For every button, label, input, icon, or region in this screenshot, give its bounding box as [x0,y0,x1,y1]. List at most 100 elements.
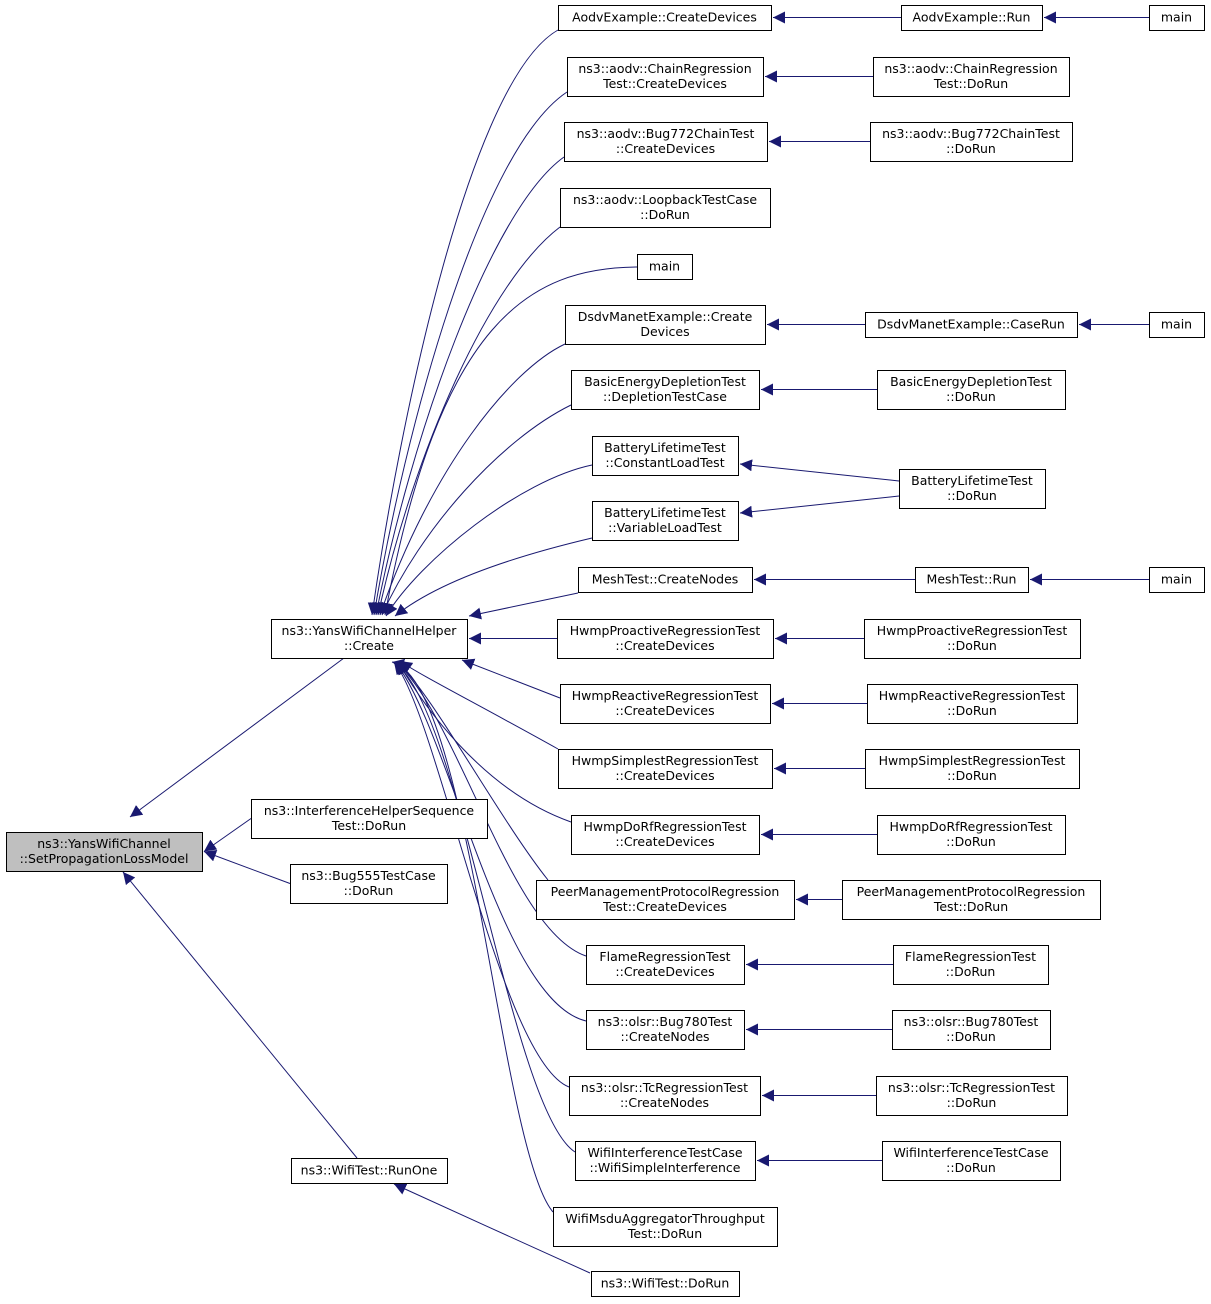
node-label: ::DoRun [947,703,997,718]
node-label: ::DoRun [947,768,997,783]
node-label: ::CreateDevices [616,141,715,156]
node-box [291,1158,448,1184]
node-bug555[interactable]: ns3::Bug555TestCase::DoRun [290,864,448,904]
edge-wifiint-simple-to-yanshelper [392,661,576,1153]
node-aodvex-run[interactable]: AodvExample::Run [901,5,1043,31]
node-main-c[interactable]: main [1149,312,1205,338]
node-box [842,880,1101,920]
node-hwmp-dorf-create[interactable]: HwmpDoRfRegressionTest::CreateDevices [571,815,760,855]
node-wifitest-runone[interactable]: ns3::WifiTest::RunOne [291,1158,448,1184]
node-olsr780-create[interactable]: ns3::olsr::Bug780Test::CreateNodes [586,1010,745,1050]
node-box [271,619,468,659]
node-battery-var[interactable]: BatteryLifetimeTest::VariableLoadTest [592,501,739,541]
node-battery-const[interactable]: BatteryLifetimeTest::ConstantLoadTest [592,436,739,476]
edge-mesh-create-to-yanshelper [468,592,579,620]
node-label: ::DoRun [946,141,996,156]
node-bug772-dorun[interactable]: ns3::aodv::Bug772ChainTest::DoRun [870,122,1073,162]
edge-battery-dorun-to-battery-var [739,495,900,518]
node-label: ::CreateDevices [615,768,714,783]
node-box [1149,312,1205,338]
node-label: ::DoRun [946,834,996,849]
node-wifiint-simple[interactable]: WifiInterferenceTestCase::WifiSimpleInte… [575,1141,756,1181]
node-box [564,122,768,162]
node-root[interactable]: ns3::YansWifiChannel::SetPropagationLoss… [6,832,203,872]
node-dsdv-caserun[interactable]: DsdvManetExample::CaseRun [865,312,1078,338]
node-box [893,945,1049,985]
node-bug772-create[interactable]: ns3::aodv::Bug772ChainTest::CreateDevice… [564,122,768,162]
node-hwmp-sim-dorun[interactable]: HwmpSimplestRegressionTest::DoRun [865,749,1080,789]
node-wifiint-dorun[interactable]: WifiInterferenceTestCase::DoRun [882,1141,1061,1181]
node-label: ::CreateDevices [615,964,714,979]
node-label: DsdvManetExample::Create [578,309,753,324]
node-peer-dorun[interactable]: PeerManagementProtocolRegressionTest::Do… [842,880,1101,920]
node-box [864,619,1081,659]
node-label: ::DoRun [946,1160,996,1175]
edge-energy-depl-to-yanshelper [381,404,572,616]
node-hwmp-pro-dorun[interactable]: HwmpProactiveRegressionTest::DoRun [864,619,1081,659]
edge-battery-var-to-yanshelper [394,537,593,617]
node-box [877,370,1066,410]
edge-peer-create-to-yanshelper [396,661,549,881]
node-box [560,188,771,228]
node-hwmp-rea-dorun[interactable]: HwmpReactiveRegressionTest::DoRun [867,684,1078,724]
node-battery-dorun[interactable]: BatteryLifetimeTest::DoRun [899,469,1046,509]
node-label: AodvExample::Run [913,10,1031,25]
node-energy-dorun[interactable]: BasicEnergyDepletionTest::DoRun [877,370,1066,410]
node-mesh-run[interactable]: MeshTest::Run [915,567,1029,593]
node-wifitest-dorun[interactable]: ns3::WifiTest::DoRun [591,1271,740,1297]
node-hwmp-dorf-dorun[interactable]: HwmpDoRfRegressionTest::DoRun [877,815,1066,855]
node-label: MeshTest::CreateNodes [592,572,739,587]
node-label: ::DepletionTestCase [603,389,727,404]
node-label: ns3::YansWifiChannelHelper [282,623,458,638]
node-label: ::CreateNodes [620,1029,709,1044]
node-yanshelper[interactable]: ns3::YansWifiChannelHelper::Create [271,619,468,659]
node-hwmp-rea-create[interactable]: HwmpReactiveRegressionTest::CreateDevice… [560,684,771,724]
node-peer-create[interactable]: PeerManagementProtocolRegressionTest::Cr… [536,880,795,920]
node-aodvex-create[interactable]: AodvExample::CreateDevices [558,5,772,31]
node-label: Test::DoRun [331,818,406,833]
node-box [876,1076,1068,1116]
node-label: ::CreateDevices [615,638,714,653]
node-label: ::ConstantLoadTest [605,455,724,470]
node-main-d[interactable]: main [1149,567,1205,593]
node-flame-create[interactable]: FlameRegressionTest::CreateDevices [586,945,745,985]
node-label: MeshTest::Run [927,572,1017,587]
node-chain-create[interactable]: ns3::aodv::ChainRegressionTest::CreateDe… [567,57,764,97]
node-label: WifiInterferenceTestCase [893,1145,1048,1160]
node-box [290,864,448,904]
node-label: ns3::InterferenceHelperSequence [264,803,475,818]
node-main-b[interactable]: main [1149,5,1205,31]
node-olsr780-dorun[interactable]: ns3::olsr::Bug780Test::DoRun [892,1010,1051,1050]
node-label: ns3::WifiTest::RunOne [301,1163,438,1178]
node-box [571,815,760,855]
node-box [915,567,1029,593]
node-olsrtc-create[interactable]: ns3::olsr::TcRegressionTest::CreateNodes [569,1076,761,1116]
edge-olsrtc-create-to-yanshelper [393,661,570,1088]
node-label: FlameRegressionTest [599,949,730,964]
edge-interference-to-root [203,818,252,852]
node-olsrtc-dorun[interactable]: ns3::olsr::TcRegressionTest::DoRun [876,1076,1068,1116]
node-main-a[interactable]: main [637,254,693,280]
node-energy-depl[interactable]: BasicEnergyDepletionTest::DepletionTestC… [571,370,760,410]
node-box [591,1271,740,1297]
node-flame-dorun[interactable]: FlameRegressionTest::DoRun [893,945,1049,985]
node-box [560,684,771,724]
node-loopback[interactable]: ns3::aodv::LoopbackTestCase::DoRun [560,188,771,228]
node-hwmp-sim-create[interactable]: HwmpSimplestRegressionTest::CreateDevice… [558,749,773,789]
node-box [1149,5,1205,31]
edge-aodvex-create-to-yanshelper [367,29,559,616]
node-box [865,749,1080,789]
edge-layer [122,11,1149,1274]
node-hwmp-pro-create[interactable]: HwmpProactiveRegressionTest::CreateDevic… [557,619,774,659]
node-label: ::DoRun [946,389,996,404]
node-label: ns3::aodv::ChainRegression [884,61,1057,76]
node-label: ns3::WifiTest::DoRun [601,1276,730,1291]
node-label: BasicEnergyDepletionTest [890,374,1052,389]
node-box [892,1010,1051,1050]
node-dsdv-create[interactable]: DsdvManetExample::CreateDevices [565,305,766,345]
node-interference[interactable]: ns3::InterferenceHelperSequenceTest::DoR… [251,799,488,839]
node-mesh-create[interactable]: MeshTest::CreateNodes [578,567,753,593]
